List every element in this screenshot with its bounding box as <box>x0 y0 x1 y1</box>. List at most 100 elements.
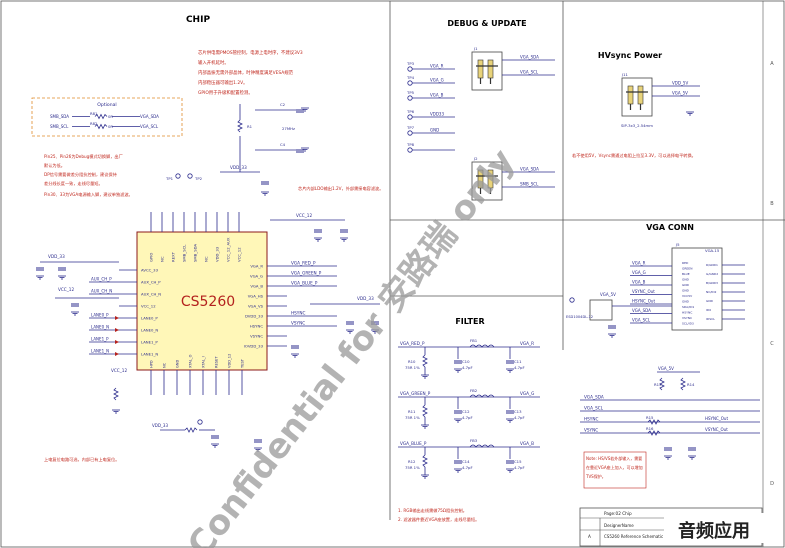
vga-net: VGA_R <box>632 261 646 266</box>
header-pin <box>627 85 634 105</box>
chip-pin-top: NC <box>204 256 209 262</box>
section-title-debug: DEBUG & UPDATE <box>447 19 526 28</box>
debug-tp-label: TP5 <box>406 90 415 95</box>
chip-pin-left: LANE1_N <box>141 352 158 357</box>
debug-test-point <box>407 114 413 120</box>
sync-power: VGA_5V <box>658 366 674 371</box>
net-label-right: VGA_RED_P <box>291 261 316 266</box>
sync-note: Note: HS/VS若外部输入，需要 <box>586 455 642 461</box>
vga-pin-left: SCL/ID3 <box>682 322 694 326</box>
chip-pin-right: IOVDD_33 <box>244 344 264 349</box>
debug-conn-net: VGA_SCL <box>520 70 539 75</box>
port-arrow <box>115 316 119 320</box>
chip-pin-left: LANE1_P <box>141 340 158 345</box>
filter-net-in: VGA_GREEN_P <box>400 391 431 396</box>
vga-pin-right: G/GND2 <box>706 272 718 276</box>
power-label: VDD_33 <box>357 296 374 301</box>
port-arrow <box>115 340 119 344</box>
frame-zone-label: A <box>770 61 774 67</box>
filter-bead <box>469 444 495 448</box>
chip-pin-left: AUX_CH_N <box>141 292 161 297</box>
section-title-filter: FILTER <box>455 317 484 326</box>
debug-tp-label: TP8 <box>406 142 415 147</box>
note-bottom-chip: 上电复位电路可选，内部已有上电复位。 <box>44 456 119 463</box>
power-label: VCC_12 <box>296 213 312 218</box>
vga-pin-right: ID0 <box>706 308 711 312</box>
sync-net-in: HSYNC <box>584 417 598 422</box>
chip-pin-right: VGA_B <box>250 284 263 289</box>
note-chip: 输入开机延时。 <box>198 59 229 66</box>
debug-test-point <box>407 130 413 136</box>
sync-net-out: VSYNC_Out <box>705 427 728 432</box>
vga-net: VSYNC_Out <box>632 289 655 294</box>
vga-net: VGA_SCL <box>632 318 651 323</box>
filter-note: 2. 滤波器件靠近VGA座放置，走线尽量短。 <box>398 516 479 523</box>
debug-header <box>471 51 503 91</box>
sync-note-box <box>583 451 647 489</box>
debug-test-point <box>407 147 413 153</box>
chip-pin-bottom: XTAL_O <box>189 354 193 368</box>
optional-net: VGA_SDA <box>140 114 159 119</box>
chip-pin-bottom: RESET <box>215 356 219 368</box>
chip-pin-top: NC <box>160 256 165 262</box>
part-ref: C4 <box>280 142 286 147</box>
vga-net: VGA_SDA <box>632 308 651 313</box>
chip-pin-top: SMB_SDA <box>193 244 198 262</box>
resistor-bottom <box>184 427 198 433</box>
part-ref: R16 <box>646 426 654 431</box>
power-label: VCC_12 <box>111 368 127 373</box>
vga-connector <box>671 247 723 331</box>
filter-r-ref: R12 <box>408 459 416 464</box>
header-pin <box>477 59 484 79</box>
resistor-rext <box>237 119 243 133</box>
filter-c-ref: C11 <box>514 359 522 364</box>
part-ref: R13 <box>654 382 662 387</box>
vga-pin-right: GND <box>706 299 714 303</box>
chip-pin-top: VCC_12_AUX <box>226 237 231 262</box>
power-label: VDD_33 <box>152 423 168 428</box>
part-ref: R15 <box>646 415 654 420</box>
part-value: 27MHz <box>282 126 295 131</box>
sync-net-out: HSYNC_Out <box>705 416 728 421</box>
vga-pin-left: BLUE <box>682 272 690 276</box>
chip-pin-bottom: HPD <box>150 360 154 368</box>
chip-pin-left: LANE0_N <box>141 328 158 333</box>
hvsync-note: 若不使用5V，Vsync需通过电阻上拉至3.3V，可以选择电平转换。 <box>572 152 696 159</box>
resistor-r9 <box>113 387 119 401</box>
chip-pin-top: REXT <box>171 251 176 262</box>
note-left: Pin25、Pin26为Debug模式切换脚，出厂 <box>44 153 123 160</box>
note-pin: Pin30、33为VGA电源输入脚，建议单独滤波。 <box>44 191 133 198</box>
chip-pin-right: VSYNC <box>250 334 263 339</box>
sync-series-r <box>647 430 661 436</box>
debug-test-point <box>407 80 413 86</box>
port-arrow <box>115 352 119 356</box>
esd-label: ESD1004DL-12 <box>566 315 593 319</box>
note-chip: 芯片供电需PMOS管控制，电源上电时序，不建议3V3 <box>198 49 303 56</box>
filter-c-value: 4.7pF <box>514 465 525 470</box>
debug-net: VGA_R <box>430 64 444 69</box>
vga-pin-right: NC/ID2 <box>706 290 717 294</box>
filter-net-out: VGA_B <box>520 441 534 446</box>
esd-device <box>589 299 613 321</box>
filter-bead-ref: FB1 <box>470 338 478 343</box>
chip-pin-top: VDD_33 <box>215 246 220 262</box>
section-title-vga: VGA CONN <box>646 223 694 232</box>
filter-note: 1. RGB输出走线需做75Ω阻抗控制。 <box>398 507 467 514</box>
sync-pullup <box>659 377 665 391</box>
chip-pin-left: VCC_12 <box>141 304 156 309</box>
part-value: 0R <box>108 124 113 129</box>
frame-zone-label: B <box>770 201 774 207</box>
chip-pin-right: VGA_HS <box>248 294 264 299</box>
frame-zone-label: D <box>770 481 774 487</box>
sync-series-r <box>647 419 661 425</box>
sync-net-in: VSYNC <box>584 428 598 433</box>
part-ref: J1 <box>473 46 478 51</box>
vga-pin-left: GND <box>682 278 690 282</box>
optional-net: VGA_SCL <box>140 124 159 129</box>
part-ref: J2 <box>473 156 478 161</box>
chip-pin-bottom: XTAL_I <box>202 356 206 368</box>
debug-net: VGA_G <box>430 78 444 83</box>
